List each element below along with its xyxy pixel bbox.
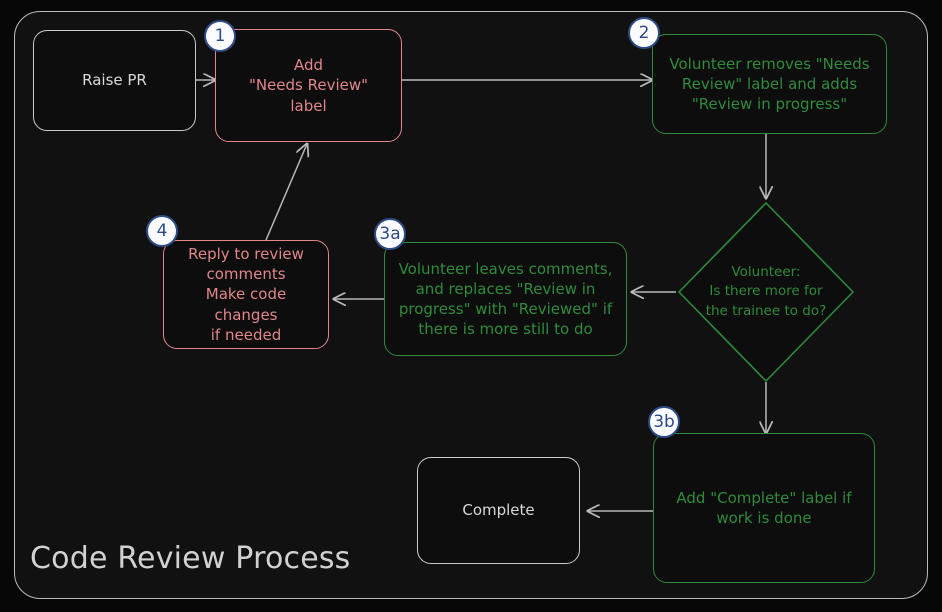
badge-2: 2 [628, 17, 660, 49]
node-leaves-comments[interactable]: Volunteer leaves comments, and replaces … [384, 242, 627, 356]
badge-1-text: 1 [214, 26, 226, 46]
node-leaves-comments-label: Volunteer leaves comments, and replaces … [398, 259, 613, 339]
node-complete[interactable]: Complete [417, 457, 580, 564]
node-reply-to-review-label: Reply to review comments Make code chang… [188, 245, 304, 344]
node-raise-pr[interactable]: Raise PR [33, 30, 196, 131]
node-complete-label: Complete [462, 501, 535, 520]
badge-2-text: 2 [638, 23, 650, 43]
node-volunteer-removes-label: Volunteer removes "Needs Review" label a… [669, 54, 870, 114]
node-volunteer-removes[interactable]: Volunteer removes "Needs Review" label a… [652, 34, 887, 134]
badge-1: 1 [204, 20, 236, 52]
badge-4: 4 [146, 215, 178, 247]
badge-4-text: 4 [156, 221, 168, 241]
decision-diamond-shape [678, 202, 854, 382]
badge-3b: 3b [648, 406, 680, 438]
badge-3a-text: 3a [379, 224, 401, 244]
node-add-label[interactable]: Add "Needs Review" label [215, 29, 402, 142]
node-add-complete[interactable]: Add "Complete" label if work is done [653, 433, 875, 583]
badge-3a: 3a [374, 218, 406, 250]
node-add-complete-label: Add "Complete" label if work is done [676, 488, 852, 527]
node-raise-pr-label: Raise PR [82, 71, 147, 90]
node-decision[interactable]: Volunteer: Is there more for the trainee… [676, 200, 856, 384]
node-decision-label: Volunteer: Is there more for the trainee… [705, 264, 827, 319]
node-reply-to-review[interactable]: Reply to review comments Make code chang… [163, 240, 329, 349]
badge-3b-text: 3b [653, 412, 675, 432]
diagram-title: Code Review Process [30, 541, 351, 576]
node-add-label-label: Add "Needs Review" label [248, 56, 369, 115]
